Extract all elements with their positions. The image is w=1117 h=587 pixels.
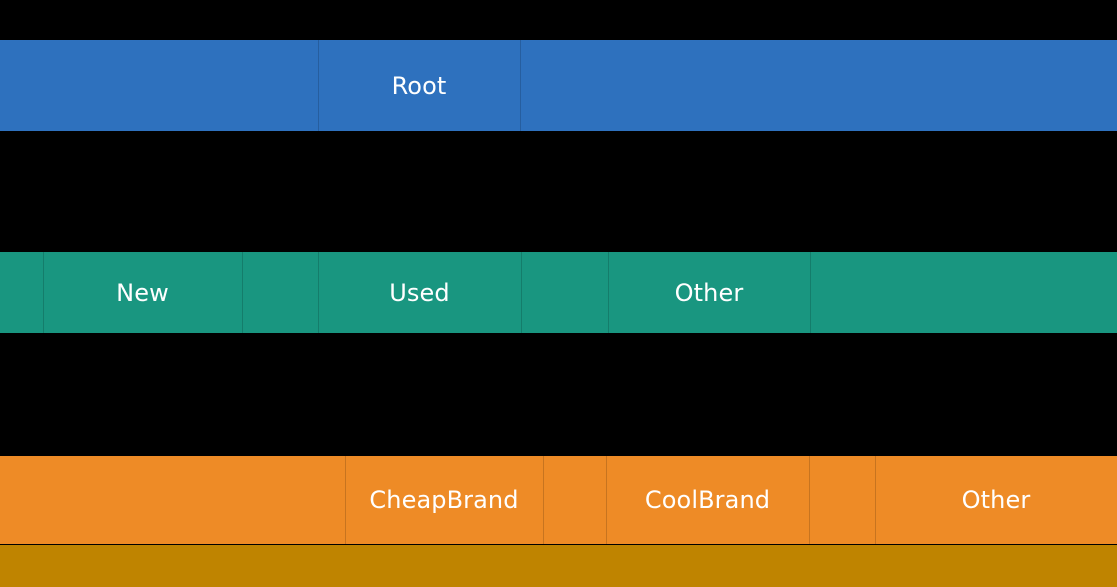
icicle-node-unlabeled[interactable] — [0, 252, 43, 333]
icicle-node-label: Root — [391, 71, 447, 100]
icicle-node-unlabeled[interactable] — [242, 252, 318, 333]
icicle-node-unlabeled[interactable] — [0, 545, 1117, 587]
root-level: Root — [0, 40, 1117, 131]
icicle-node-label: New — [116, 278, 169, 307]
icicle-node-cheapbrand[interactable]: CheapBrand — [345, 456, 543, 544]
brand-level: CheapBrand CoolBrand Other — [0, 456, 1117, 544]
icicle-node-other[interactable]: Other — [608, 252, 810, 333]
icicle-node-coolbrand[interactable]: CoolBrand — [606, 456, 809, 544]
leaf-level — [0, 545, 1117, 587]
icicle-node-label: CoolBrand — [644, 486, 771, 514]
icicle-node-unlabeled[interactable] — [543, 456, 606, 544]
icicle-node-other[interactable]: Other — [875, 456, 1117, 544]
icicle-node-unlabeled[interactable] — [521, 252, 608, 333]
icicle-node-unlabeled[interactable] — [520, 40, 1117, 131]
icicle-node-unlabeled[interactable] — [810, 252, 1117, 333]
icicle-node-label: CheapBrand — [369, 486, 519, 514]
icicle-node-unlabeled[interactable] — [0, 40, 318, 131]
icicle-node-label: Other — [674, 278, 744, 307]
condition-level: New Used Other — [0, 252, 1117, 333]
icicle-node-label: Used — [389, 278, 450, 307]
icicle-node-unlabeled[interactable] — [809, 456, 875, 544]
icicle-node-root[interactable]: Root — [318, 40, 520, 131]
icicle-node-used[interactable]: Used — [318, 252, 521, 333]
icicle-node-unlabeled[interactable] — [0, 456, 345, 544]
icicle-node-new[interactable]: New — [43, 252, 242, 333]
icicle-node-label: Other — [961, 486, 1031, 514]
